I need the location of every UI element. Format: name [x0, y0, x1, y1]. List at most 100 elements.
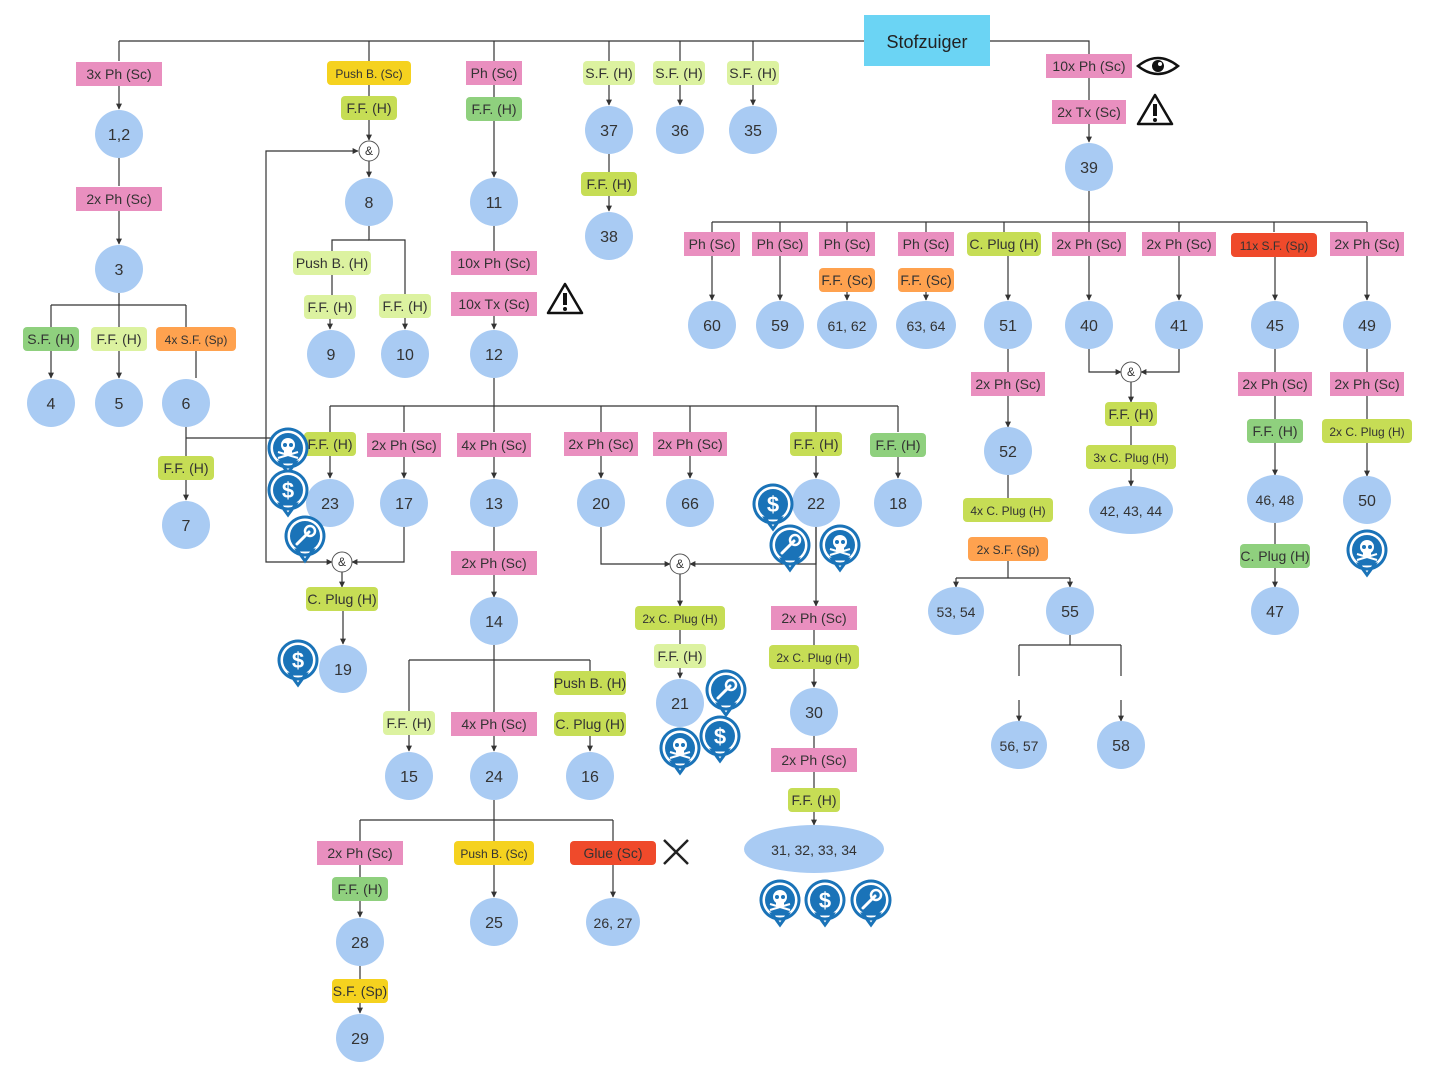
step-s66[interactable]: C. Plug (H): [1240, 544, 1310, 568]
step-s25[interactable]: 2x Ph (Sc): [564, 432, 638, 456]
part-p39[interactable]: 39: [1065, 143, 1113, 191]
step-s49[interactable]: F.F. (Sc): [819, 268, 875, 292]
step-s21[interactable]: 2x Tx (Sc): [1052, 100, 1126, 124]
step-s7[interactable]: Push B. (Sc): [327, 61, 411, 85]
part-p5[interactable]: 5: [95, 379, 143, 427]
step-s53[interactable]: 2x Ph (Sc): [1052, 232, 1126, 256]
part-p66[interactable]: 66: [666, 479, 714, 527]
part-p61[interactable]: 61, 62: [817, 301, 877, 349]
step-s1[interactable]: 3x Ph (Sc): [76, 62, 162, 86]
step-s37[interactable]: F.F. (H): [383, 711, 435, 735]
step-s57[interactable]: 2x Ph (Sc): [971, 372, 1045, 396]
step-s16[interactable]: S.F. (H): [583, 61, 635, 85]
step-s59[interactable]: 2x S.F. (Sp): [968, 537, 1048, 561]
part-p10[interactable]: 10: [381, 330, 429, 378]
part-p12[interactable]: 12: [470, 330, 518, 378]
part-p20[interactable]: 20: [577, 479, 625, 527]
part-p23[interactable]: 23: [306, 479, 354, 527]
step-s68[interactable]: 2x C. Plug (H): [1322, 419, 1412, 443]
part-p28[interactable]: 28: [336, 918, 384, 966]
step-s42[interactable]: F.F. (H): [332, 877, 388, 901]
step-s40[interactable]: C. Plug (H): [554, 712, 626, 736]
step-s45[interactable]: Glue (Sc): [570, 841, 656, 865]
step-s20[interactable]: 10x Ph (Sc): [1046, 54, 1132, 78]
step-s46[interactable]: Ph (Sc): [684, 232, 740, 256]
part-p15[interactable]: 15: [385, 752, 433, 800]
part-p21[interactable]: 21: [656, 679, 704, 727]
step-s34[interactable]: 2x C. Plug (H): [769, 645, 859, 669]
part-p51[interactable]: 51: [984, 301, 1032, 349]
step-s56[interactable]: 2x Ph (Sc): [1330, 232, 1404, 256]
part-p59[interactable]: 59: [756, 301, 804, 349]
step-s23[interactable]: 2x Ph (Sc): [367, 433, 441, 457]
step-s2[interactable]: 2x Ph (Sc): [76, 187, 162, 211]
step-s4[interactable]: F.F. (H): [91, 327, 147, 351]
part-p56[interactable]: 56, 57: [991, 721, 1047, 769]
part-p1[interactable]: 1,2: [95, 110, 143, 158]
step-s5[interactable]: 4x S.F. (Sp): [156, 327, 236, 351]
step-s15[interactable]: 10x Tx (Sc): [451, 292, 537, 316]
part-p22[interactable]: 22: [792, 479, 840, 527]
part-p46[interactable]: 46, 48: [1247, 475, 1303, 523]
title-box[interactable]: Stofzuiger: [864, 15, 990, 66]
step-s28[interactable]: F.F. (H): [870, 433, 926, 457]
step-s10[interactable]: F.F. (H): [304, 295, 356, 319]
step-s47[interactable]: Ph (Sc): [752, 232, 808, 256]
part-p13[interactable]: 13: [470, 479, 518, 527]
step-s9[interactable]: Push B. (H): [293, 251, 371, 275]
step-s13[interactable]: F.F. (H): [466, 97, 522, 121]
part-p37[interactable]: 37: [585, 106, 633, 154]
part-p60[interactable]: 60: [688, 301, 736, 349]
step-s35[interactable]: 2x Ph (Sc): [771, 748, 857, 772]
step-s60[interactable]: F.F. (H): [1105, 402, 1157, 426]
part-p50[interactable]: 50: [1343, 476, 1391, 524]
part-p49[interactable]: 49: [1343, 301, 1391, 349]
part-p6[interactable]: 6: [162, 379, 210, 427]
part-p38[interactable]: 38: [585, 212, 633, 260]
part-p7[interactable]: 7: [162, 501, 210, 549]
part-p30[interactable]: 30: [790, 688, 838, 736]
part-p52[interactable]: 52: [984, 427, 1032, 475]
part-p36[interactable]: 36: [656, 106, 704, 154]
part-p47[interactable]: 47: [1251, 587, 1299, 635]
part-p4[interactable]: 4: [27, 379, 75, 427]
step-s30[interactable]: 2x Ph (Sc): [451, 551, 537, 575]
step-s50[interactable]: Ph (Sc): [898, 232, 954, 256]
part-p55[interactable]: 55: [1046, 587, 1094, 635]
step-s12[interactable]: Ph (Sc): [466, 61, 522, 85]
step-s17[interactable]: S.F. (H): [653, 61, 705, 85]
part-p53[interactable]: 53, 54: [928, 587, 984, 635]
part-p9[interactable]: 9: [307, 330, 355, 378]
part-p3[interactable]: 3: [95, 245, 143, 293]
part-p19[interactable]: 19: [319, 645, 367, 693]
part-p41[interactable]: 41: [1155, 301, 1203, 349]
part-p8[interactable]: 8: [345, 178, 393, 226]
step-s43[interactable]: S.F. (Sp): [332, 979, 388, 1003]
step-s24[interactable]: 4x Ph (Sc): [457, 433, 531, 457]
step-s33[interactable]: 2x Ph (Sc): [771, 606, 857, 630]
part-p16[interactable]: 16: [566, 752, 614, 800]
step-s48[interactable]: Ph (Sc): [819, 232, 875, 256]
step-s6[interactable]: F.F. (H): [158, 456, 214, 480]
part-p25[interactable]: 25: [470, 898, 518, 946]
step-s36[interactable]: F.F. (H): [788, 788, 840, 812]
part-p26[interactable]: 26, 27: [586, 898, 640, 946]
step-s58[interactable]: 4x C. Plug (H): [963, 498, 1053, 522]
step-s11[interactable]: F.F. (H): [379, 294, 431, 318]
part-p17[interactable]: 17: [380, 479, 428, 527]
part-p63[interactable]: 63, 64: [896, 301, 956, 349]
part-p11[interactable]: 11: [470, 178, 518, 226]
part-p29[interactable]: 29: [336, 1014, 384, 1062]
step-s22[interactable]: F.F. (H): [304, 432, 356, 456]
step-s64[interactable]: 2x Ph (Sc): [1238, 372, 1312, 396]
step-s3[interactable]: S.F. (H): [23, 327, 79, 351]
part-p18[interactable]: 18: [874, 479, 922, 527]
step-s51[interactable]: F.F. (Sc): [898, 268, 954, 292]
part-p31[interactable]: 31, 32, 33, 34: [744, 825, 884, 873]
step-s54[interactable]: 2x Ph (Sc): [1142, 232, 1216, 256]
step-s31[interactable]: 2x C. Plug (H): [635, 606, 725, 630]
step-s8[interactable]: F.F. (H): [341, 96, 397, 120]
step-s39[interactable]: Push B. (H): [554, 671, 626, 695]
part-p14[interactable]: 14: [470, 597, 518, 645]
step-s38[interactable]: 4x Ph (Sc): [451, 712, 537, 736]
